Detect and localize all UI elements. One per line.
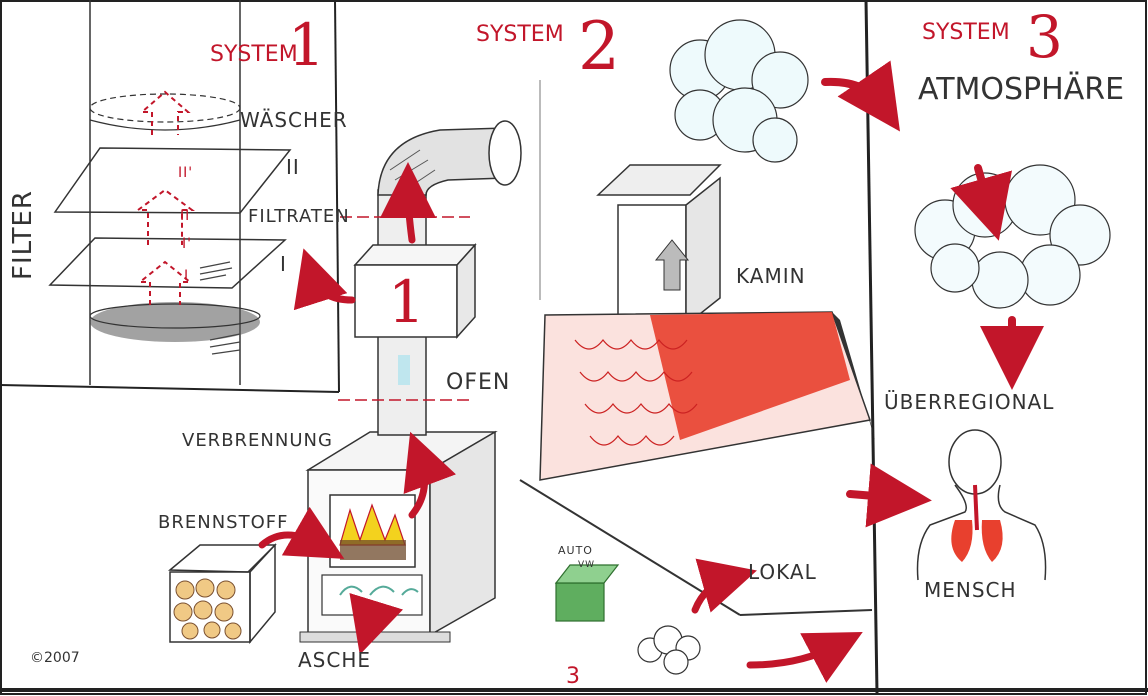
verbrennung-label: VERBRENNUNG: [182, 430, 333, 451]
system3-word: SYSTEM: [922, 20, 1010, 45]
vw-label: VW: [578, 560, 596, 570]
system2-number: 2: [578, 8, 620, 85]
system2-word: SYSTEM: [476, 22, 564, 47]
system1-red-arrows: [258, 162, 457, 655]
filter-label: FILTER: [7, 190, 38, 280]
ofen-label: OFEN: [446, 370, 511, 395]
system1-number: 1: [288, 11, 325, 79]
auto-label: AUTO: [558, 544, 593, 557]
roman-two-prime-label: II': [178, 165, 194, 181]
human-figure: [916, 429, 1047, 581]
lokal-label: LOKAL: [748, 560, 817, 584]
filter-box-number: 1: [388, 268, 426, 336]
kamin-label: KAMIN: [736, 264, 806, 288]
smoke-cloud-system2: [669, 19, 809, 163]
roman-one-plain-label: I: [184, 268, 190, 284]
stove: [299, 430, 498, 643]
chimney: [596, 164, 722, 327]
system1-dashed-cuts: [338, 216, 470, 401]
waescher-label: WÄSCHER: [240, 108, 348, 132]
system1-word: SYSTEM: [210, 42, 298, 67]
divider-system3-vertical: [864, 0, 879, 694]
cloud-system3: [914, 164, 1111, 309]
divider-system1-bottom: [0, 384, 340, 393]
atmosphaere-label: ATMOSPHÄRE: [918, 72, 1125, 107]
roman-two-label: II: [286, 155, 300, 179]
asche-label: ASCHE: [298, 648, 372, 672]
system2-red-arrows: [691, 558, 863, 683]
three-label: 3: [566, 664, 581, 689]
system3-number: 3: [1026, 3, 1063, 71]
roman-one-label: I: [280, 252, 287, 276]
signature: ©2007: [30, 650, 80, 666]
brennstoff-label: BRENNSTOFF: [158, 512, 289, 533]
car-green-box: [554, 564, 620, 622]
mensch-label: MENSCH: [924, 578, 1017, 602]
filter-flow-arrows: [134, 90, 196, 305]
roman-two-plain-label: II: [180, 208, 191, 224]
filtraten-label: FILTRATEN: [248, 206, 350, 227]
divider-system1-vertical: [334, 0, 340, 393]
exhaust-cloud: [637, 625, 701, 675]
ueberregional-label: ÜBERREGIONAL: [884, 390, 1055, 414]
roman-one-prime-label: I': [182, 236, 192, 252]
filter-cylinder: [48, 0, 292, 385]
firewood-rack: [167, 543, 277, 645]
system3-red-arrows: [821, 60, 1044, 528]
roof: [519, 311, 875, 616]
